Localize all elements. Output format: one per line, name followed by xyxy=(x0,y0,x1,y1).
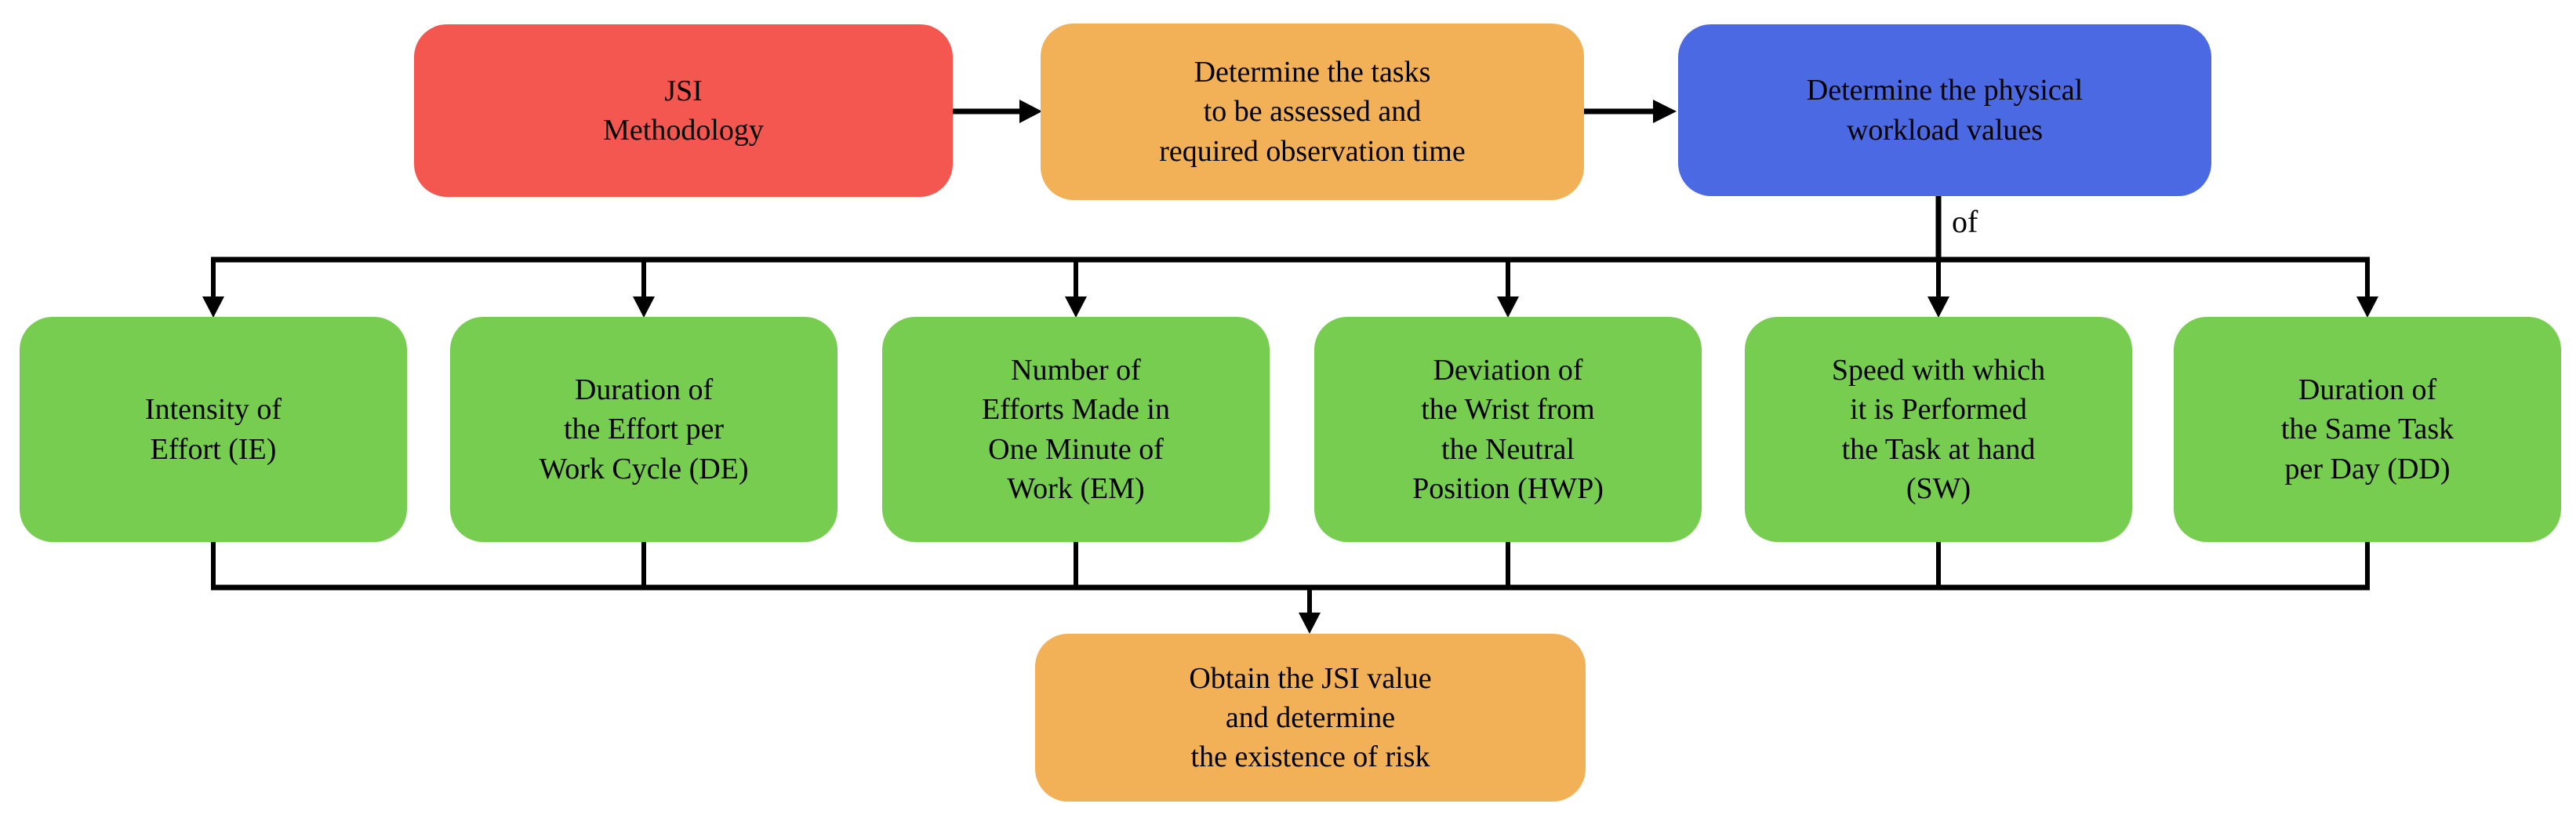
edge-bus-to-factor-sw xyxy=(1927,257,1949,318)
arrowhead-down-icon xyxy=(1497,296,1519,318)
arrowhead-down-icon xyxy=(2356,296,2378,318)
edge-bus-to-factor-em xyxy=(1065,257,1087,318)
node-factor-sw: Speed with which it is Performed the Tas… xyxy=(1745,317,2132,542)
node-jsi-methodology: JSI Methodology xyxy=(414,24,953,197)
arrowhead-down-icon xyxy=(202,296,224,318)
arrowhead-down-icon xyxy=(1299,613,1321,634)
edge-bus-to-factor-ie xyxy=(202,257,224,318)
node-determine-tasks: Determine the tasks to be assessed and r… xyxy=(1041,24,1584,200)
node-factor-hwp: Deviation of the Wrist from the Neutral … xyxy=(1314,317,1702,542)
arrowhead-down-icon xyxy=(1065,296,1087,318)
node-factor-ie: Intensity of Effort (IE) xyxy=(20,317,407,542)
arrowhead-right-icon xyxy=(1019,100,1042,123)
node-factor-em: Number of Efforts Made in One Minute of … xyxy=(882,317,1270,542)
arrowhead-right-icon xyxy=(1653,100,1677,123)
edge-start-to-tasks xyxy=(953,100,1042,123)
node-determine-workload: Determine the physical workload values xyxy=(1678,24,2211,196)
node-factor-de: Duration of the Effort per Work Cycle (D… xyxy=(450,317,837,542)
edge-bus-to-factor-hwp xyxy=(1497,257,1519,318)
arrowhead-down-icon xyxy=(633,296,655,318)
arrowhead-down-icon xyxy=(1927,296,1949,318)
edge-collector-to-result xyxy=(1299,587,1321,634)
node-obtain-jsi-result: Obtain the JSI value and determine the e… xyxy=(1035,634,1586,802)
edge-bus-to-factor-de xyxy=(633,257,655,318)
node-factor-dd: Duration of the Same Task per Day (DD) xyxy=(2174,317,2561,542)
edge-tasks-to-workload xyxy=(1584,100,1677,123)
edge-label-of: of xyxy=(1952,204,1978,239)
edge-bus-to-factor-dd xyxy=(2356,257,2378,318)
